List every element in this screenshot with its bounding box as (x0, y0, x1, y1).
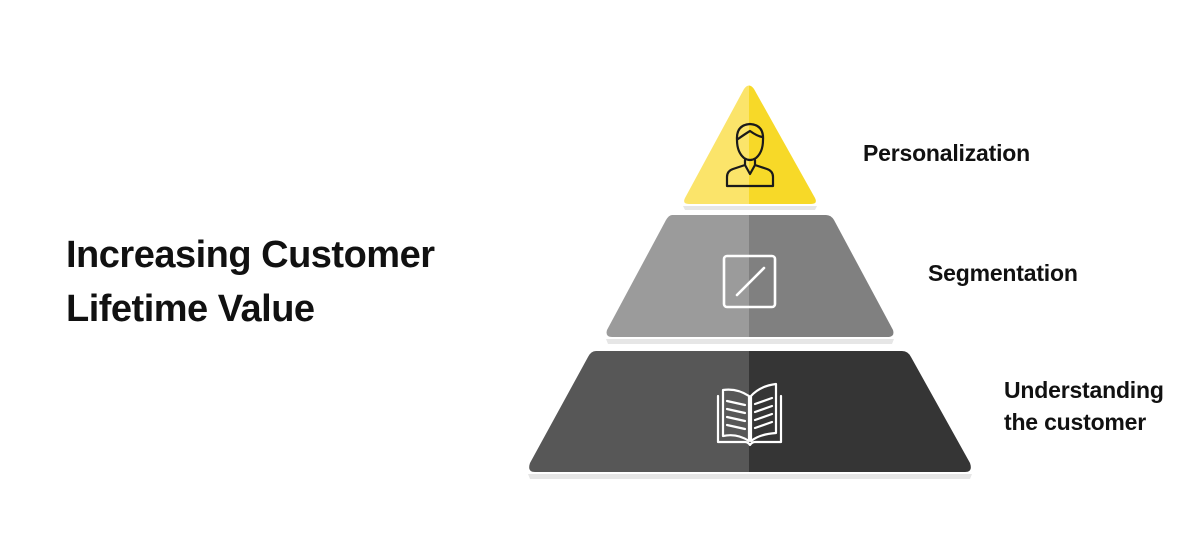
label-understanding-line-2: the customer (1004, 409, 1147, 435)
tier-middle-left (606, 215, 749, 337)
label-personalization: Personalization (863, 137, 1030, 169)
label-segmentation-line-1: Segmentation (928, 260, 1078, 286)
label-personalization-line-1: Personalization (863, 140, 1030, 166)
label-understanding: Understanding the customer (1004, 374, 1164, 438)
tier-top-right (749, 85, 816, 204)
tier-middle-right (749, 215, 894, 337)
tier-middle-shadow (606, 339, 894, 344)
segment-square-icon (722, 254, 777, 309)
tier-top-shadow (683, 206, 817, 210)
tier-bottom-right (749, 351, 971, 472)
label-understanding-line-1: Understanding (1004, 377, 1164, 403)
title-line-1: Increasing Customer (66, 234, 435, 276)
tier-top-left (684, 85, 749, 204)
diagram-title: Increasing Customer Lifetime Value (66, 228, 526, 336)
person-icon (725, 122, 775, 188)
pyramid-tier-bottom (528, 351, 972, 479)
open-book-icon (716, 382, 783, 447)
pyramid-tier-top (683, 85, 817, 210)
tier-bottom-left (529, 351, 749, 472)
tier-bottom-shadow (528, 474, 972, 479)
label-segmentation: Segmentation (928, 257, 1078, 289)
title-line-2: Lifetime Value (66, 288, 315, 330)
pyramid-tier-middle (606, 215, 894, 344)
